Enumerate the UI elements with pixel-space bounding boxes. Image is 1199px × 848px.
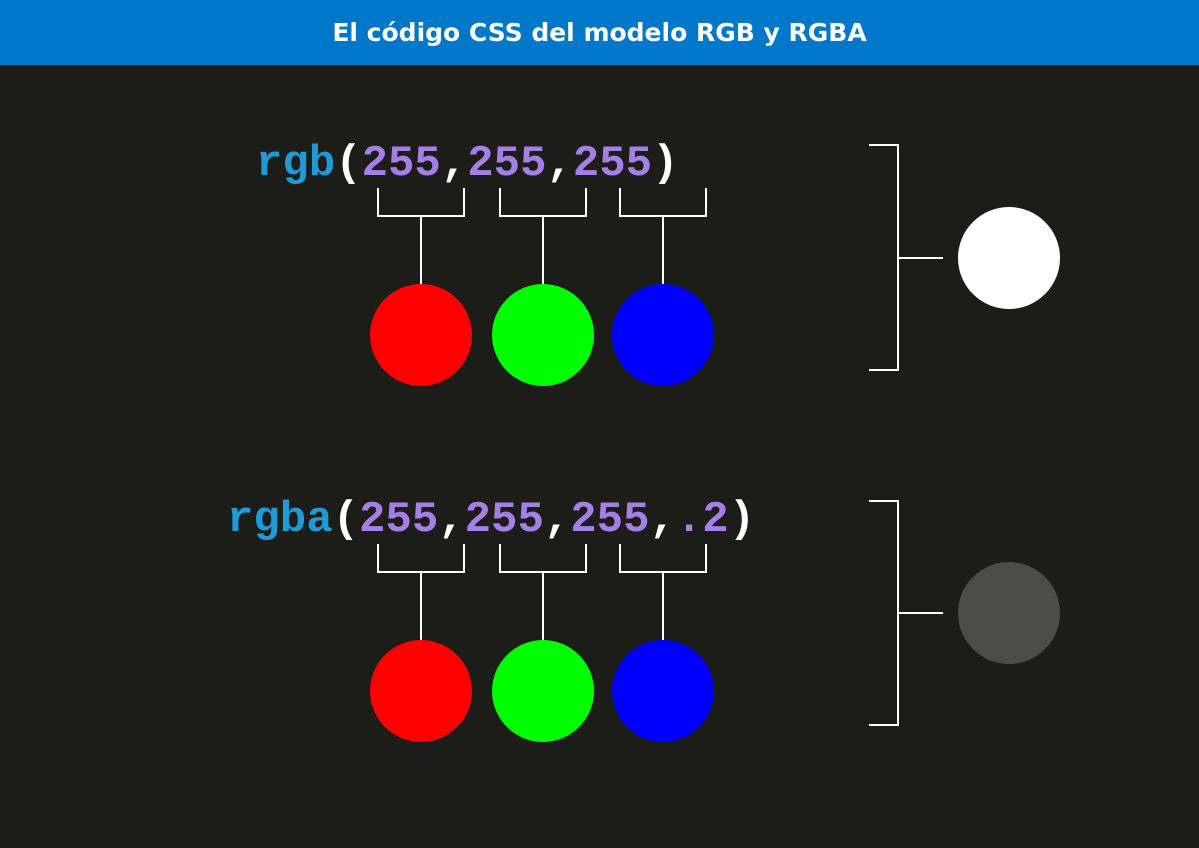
rgba-code: rgba(255,255,255,.2) bbox=[227, 498, 755, 542]
rgba-green-value: 255 bbox=[464, 495, 544, 545]
rgb-comma: , bbox=[440, 139, 468, 189]
rgb-green-bracket bbox=[499, 188, 587, 217]
page-title: El código CSS del modelo RGB y RGBA bbox=[332, 18, 867, 47]
rgba-result-circle bbox=[958, 562, 1060, 664]
rgba-comma: , bbox=[649, 495, 676, 545]
rgba-comma: , bbox=[543, 495, 571, 545]
rgba-red-circle bbox=[370, 640, 472, 742]
rgb-green-value: 255 bbox=[467, 139, 547, 189]
rgb-red-circle bbox=[370, 284, 472, 386]
rgb-result-bracket bbox=[869, 144, 899, 371]
rgb-comma: , bbox=[546, 139, 573, 189]
rgba-alpha-value: .2 bbox=[675, 495, 729, 545]
rgba-red-bracket bbox=[377, 544, 465, 573]
rgba-open-paren: ( bbox=[332, 495, 360, 545]
rgb-open-paren: ( bbox=[335, 139, 362, 189]
rgb-result-circle bbox=[958, 207, 1060, 309]
rgb-red-value: 255 bbox=[361, 139, 441, 189]
rgba-blue-value: 255 bbox=[570, 495, 650, 545]
rgb-blue-circle bbox=[612, 284, 714, 386]
rgba-connectors bbox=[377, 500, 943, 726]
header-bar: El código CSS del modelo RGB y RGBA bbox=[0, 0, 1199, 65]
rgb-blue-value: 255 bbox=[572, 139, 653, 189]
rgb-function-name: rgb bbox=[256, 139, 336, 189]
rgb-red-bracket bbox=[377, 188, 465, 217]
rgba-close-paren: ) bbox=[728, 495, 756, 545]
rgba-result-bracket bbox=[869, 500, 899, 726]
rgba-green-bracket bbox=[499, 544, 587, 573]
rgb-close-paren: ) bbox=[652, 139, 679, 189]
rgba-blue-bracket bbox=[619, 544, 707, 573]
rgb-blue-bracket bbox=[619, 188, 707, 217]
rgba-green-circle bbox=[492, 640, 594, 742]
rgba-blue-circle bbox=[612, 640, 714, 742]
rgb-green-circle bbox=[492, 284, 594, 386]
rgba-comma: , bbox=[438, 495, 465, 545]
rgba-function-name: rgba bbox=[227, 495, 333, 545]
rgb-code: rgb(255,255,255) bbox=[256, 142, 679, 186]
rgba-red-value: 255 bbox=[359, 495, 439, 545]
